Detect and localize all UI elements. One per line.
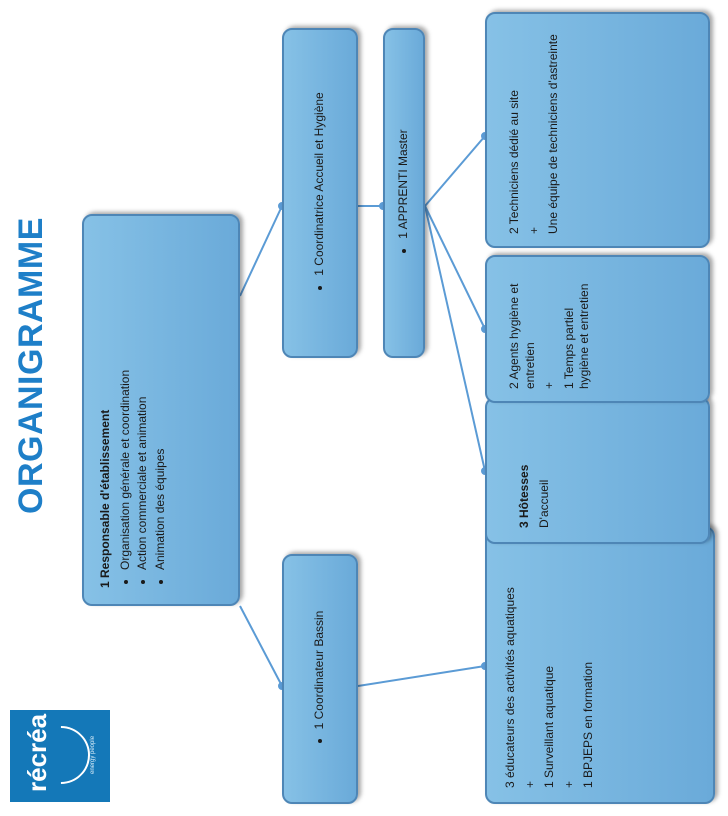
connector-coord-bassin-to-aquatic bbox=[357, 665, 486, 687]
director-item: Organisation générale et coordination bbox=[118, 232, 134, 570]
director-item: Action commerciale et animation bbox=[135, 232, 151, 570]
apprenti-box: 1 APPRENTI Master bbox=[383, 28, 425, 358]
hygiene-line-1: 2 Agents hygiène et entretien bbox=[507, 283, 537, 389]
connector-apprenti-to-hygiene bbox=[424, 205, 486, 330]
logo-wordmark: récréa bbox=[22, 713, 52, 792]
aquatic-plus-2: + bbox=[561, 780, 576, 788]
connector-director-to-coord-bassin bbox=[239, 605, 283, 687]
techniciens-plus: + bbox=[526, 226, 541, 234]
hotesses-line-1: 3 Hôtesses bbox=[517, 464, 531, 528]
coord-accueil-label: 1 Coordinatrice Accueil et Hygiène bbox=[312, 92, 328, 275]
techniciens-line-2: Une équipe de techniciens d'astreinte bbox=[546, 34, 561, 234]
techniciens-box: 2 Techniciens dédié au site + Une équipe… bbox=[485, 12, 710, 248]
hotesses-box: 3 Hôtesses D'accueil bbox=[485, 397, 710, 544]
aquatic-plus-1: + bbox=[522, 780, 537, 788]
connector-director-to-coord-accueil bbox=[239, 205, 283, 297]
recrea-logo: récréa energy people bbox=[10, 710, 110, 802]
aquatic-line-2: 1 Surveillant aquatique bbox=[542, 665, 557, 788]
director-responsibilities: Organisation générale et coordination Ac… bbox=[118, 232, 169, 588]
connector-apprenti-to-techniciens bbox=[424, 135, 486, 207]
techniciens-line-1: 2 Techniciens dédié au site bbox=[507, 90, 521, 234]
page-title: ORGANIGRAMME bbox=[12, 217, 50, 514]
aquatic-line-3: 1 BPJEPS en formation bbox=[581, 661, 596, 788]
director-box: 1 Responsable d'établissement Organisati… bbox=[82, 214, 240, 606]
coord-bassin-label: 1 Coordinateur Bassin bbox=[312, 611, 328, 730]
hygiene-plus: + bbox=[542, 381, 557, 389]
director-title: 1 Responsable d'établissement bbox=[98, 409, 112, 588]
coord-bassin-box: 1 Coordinateur Bassin bbox=[282, 554, 358, 804]
aquatic-line-1: 3 éducateurs des activités aquatiques bbox=[503, 587, 517, 788]
hygiene-line-2: 1 Temps partiel hygiène et entretien bbox=[561, 283, 592, 389]
hotesses-line-2: D'accueil bbox=[536, 479, 551, 528]
hygiene-box: 2 Agents hygiène et entretien + 1 Temps … bbox=[485, 255, 710, 403]
aquatic-team-box: 3 éducateurs des activités aquatiques + … bbox=[485, 526, 715, 804]
logo-tagline: energy people bbox=[90, 735, 96, 774]
apprenti-label: 1 APPRENTI Master bbox=[396, 129, 412, 238]
connector-apprenti-to-hotesses bbox=[424, 205, 486, 472]
coord-accueil-box: 1 Coordinatrice Accueil et Hygiène bbox=[282, 28, 358, 358]
director-item: Animation des équipes bbox=[153, 232, 169, 570]
